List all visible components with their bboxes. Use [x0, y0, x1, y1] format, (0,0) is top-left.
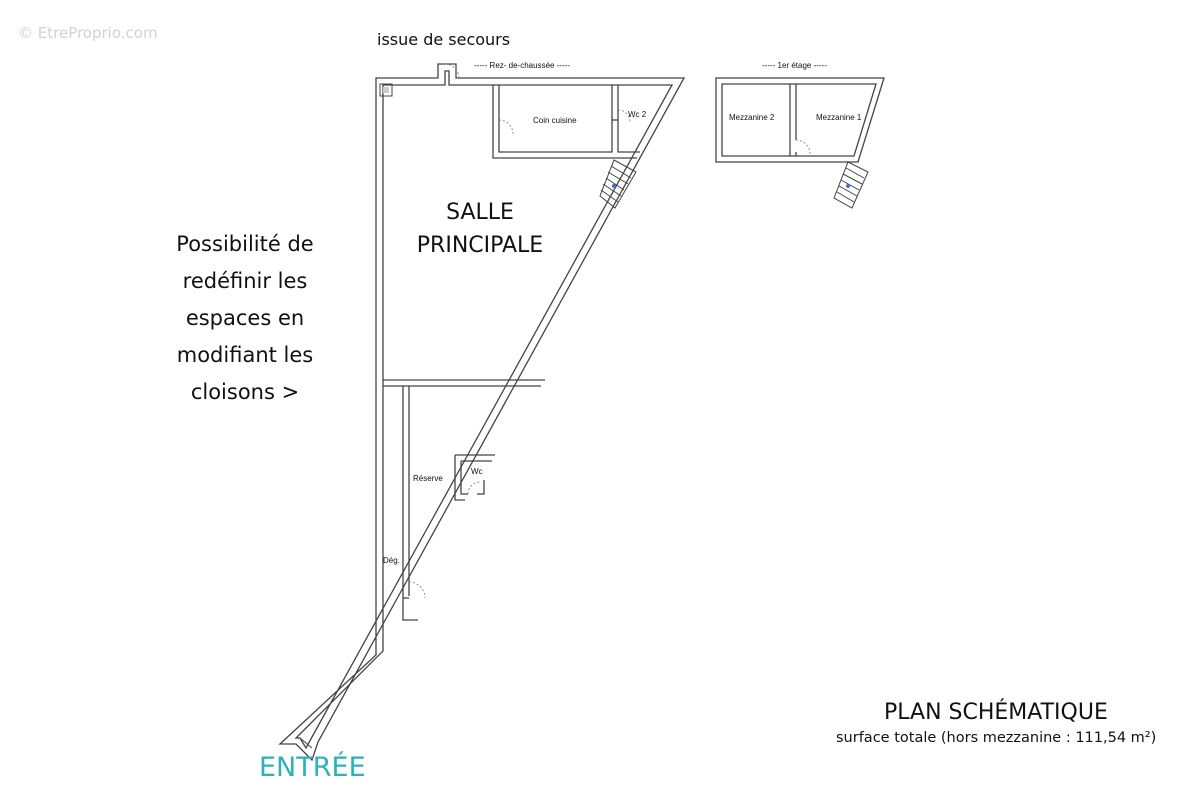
kitchen-block	[492, 85, 640, 159]
plan-title: PLAN SCHÉMATIQUE	[884, 700, 1108, 725]
note-line5: cloisons >	[190, 380, 300, 404]
wc-label: Wc	[471, 467, 483, 476]
entrance-label: ENTRÉE	[259, 752, 366, 783]
ground-floor-label: ----- Rez- de-chaussée -----	[474, 61, 571, 70]
watermark: © EtreProprio.com	[18, 24, 158, 42]
corridor-label: Dég.	[383, 556, 400, 565]
first-floor-label: ----- 1er étage -----	[762, 61, 827, 70]
corner-column	[379, 83, 393, 97]
emergency-exit-door	[444, 63, 460, 79]
kitchen-label: Coin cuisine	[533, 116, 577, 125]
entrance-door	[299, 737, 313, 749]
emergency-exit-label: issue de secours	[377, 30, 511, 49]
mezzanine1-label: Mezzanine 1	[816, 113, 862, 122]
wc2-label: Wc 2	[628, 110, 647, 119]
reserve-label: Réserve	[413, 474, 443, 483]
note-line2: redéfinir les	[182, 269, 308, 293]
wc-room	[454, 454, 495, 501]
main-hall-label: SALLE PRINCIPALE	[400, 196, 560, 262]
main-hall-line1: SALLE	[446, 200, 514, 225]
ground-floor-outline	[278, 63, 686, 762]
first-floor-outline	[715, 77, 885, 163]
note-line1: Possibilité de	[176, 232, 314, 256]
main-hall-line2: PRINCIPALE	[416, 233, 544, 258]
note-line3: espaces en	[185, 306, 305, 330]
stairs-first-floor	[833, 161, 869, 209]
note-line4: modifiant les	[176, 343, 314, 367]
plan-subtitle: surface totale (hors mezzanine : 111,54 …	[836, 730, 1157, 746]
mezzanine2-label: Mezzanine 2	[729, 113, 775, 122]
partition-wall	[383, 379, 545, 387]
stairs-ground-floor	[599, 159, 637, 209]
partition-note: Possibilité de redéfinir les espaces en …	[150, 226, 340, 411]
corridor-wall	[402, 386, 418, 621]
